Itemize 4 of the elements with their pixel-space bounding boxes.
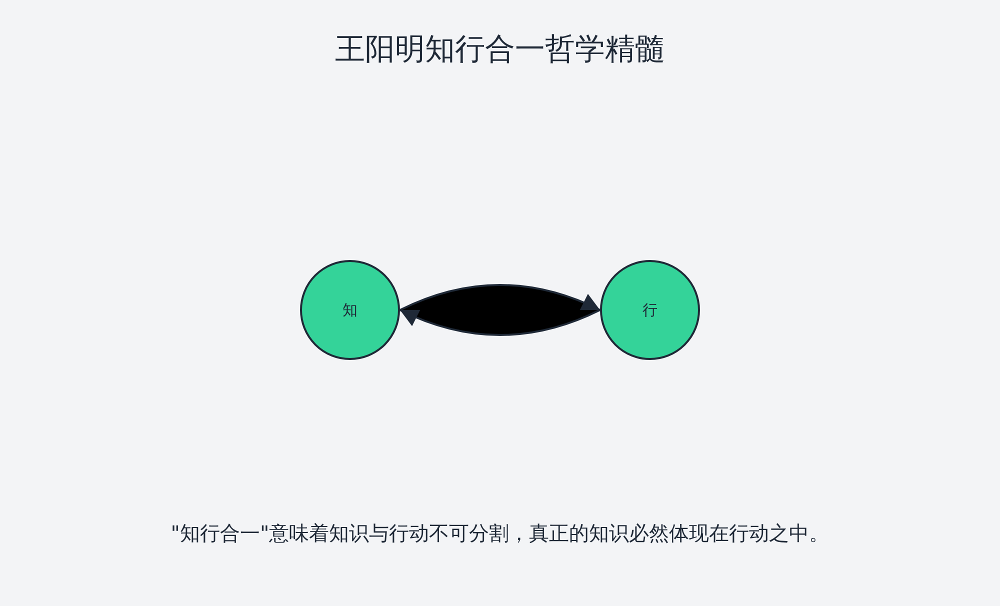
circle-node: 行 [600, 260, 700, 360]
circle-node: 知 [300, 260, 400, 360]
title: 王阳明知行合一哲学精髓 [334, 31, 666, 69]
caption: "知行合一"意味着知识与行动不可分割，真正的知识必然体现在行动之中。 [170, 520, 830, 547]
